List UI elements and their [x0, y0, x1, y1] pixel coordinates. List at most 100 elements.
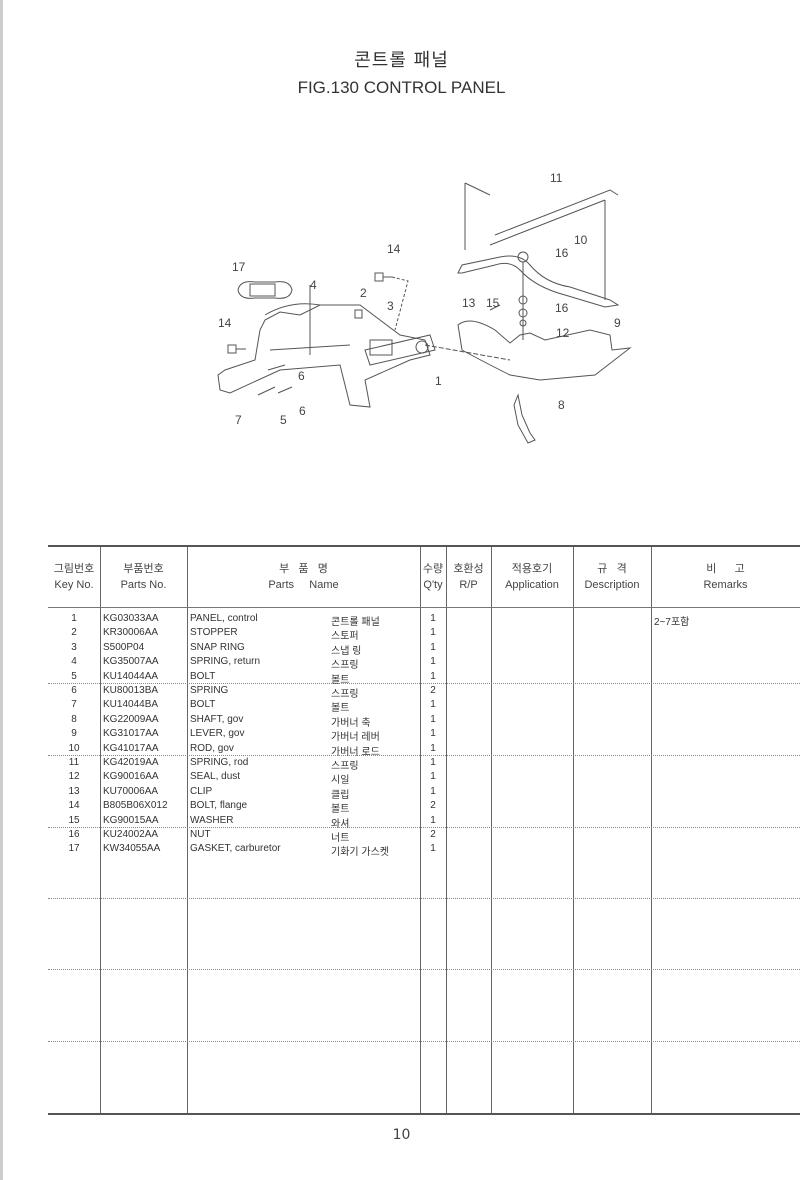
parts-name-ko: 볼트 [331, 804, 350, 816]
callout: 6 [299, 404, 306, 418]
parts-no: KU14044BA [103, 699, 159, 711]
callout: 17 [232, 260, 246, 274]
key-no: 13 [68, 785, 80, 797]
qty: 1 [430, 757, 436, 768]
qty: 1 [430, 656, 436, 668]
qty: 1 [430, 699, 436, 711]
panel-lever [364, 334, 436, 366]
parts-name-ko: 볼트 [331, 674, 350, 686]
key-no: 14 [68, 800, 80, 812]
parts-name-en: BOLT [190, 699, 216, 711]
parts-no: S500P04 [103, 641, 145, 653]
qty: 1 [430, 641, 436, 653]
parts-name-ko: 스프링 [331, 660, 359, 672]
parts-name-ko: 너트 [331, 833, 350, 844]
parts-name-en: SPRING, rod [190, 757, 249, 768]
parts-no: KG22009AA [103, 713, 159, 725]
qty: 1 [430, 771, 436, 783]
key-no: 6 [71, 685, 77, 696]
callout: 10 [574, 233, 588, 247]
table-row: 5 KU14044AA BOLT 볼트 1 [48, 670, 800, 686]
callout: 13 [462, 296, 476, 310]
qty: 2 [430, 800, 436, 812]
governor-rod [464, 182, 619, 300]
callout: 14 [387, 242, 401, 256]
key-no: 16 [68, 829, 80, 840]
key-no: 3 [71, 641, 77, 653]
key-no: 10 [68, 742, 80, 754]
callout: 4 [310, 278, 317, 292]
key-no: 17 [68, 843, 80, 855]
parts-name-ko: 클립 [331, 789, 350, 801]
parts-no: KG90015AA [103, 814, 159, 826]
parts-no: KG90016AA [103, 771, 159, 783]
parts-name-ko: 와셔 [331, 818, 350, 830]
key-no: 1 [71, 613, 77, 624]
callout: 12 [556, 326, 570, 340]
remarks: 2~7포함 [654, 617, 690, 628]
qty: 1 [430, 713, 436, 725]
qty: 1 [430, 785, 436, 797]
qty: 1 [430, 627, 436, 639]
key-no: 4 [71, 656, 77, 668]
key-no: 8 [71, 713, 77, 725]
parts-no: KG35007AA [103, 656, 159, 668]
parts-name-en: STOPPER [190, 627, 238, 639]
callout: 7 [235, 413, 242, 427]
parts-no: KU24002AA [103, 829, 159, 840]
qty: 1 [430, 613, 436, 624]
key-no: 7 [71, 699, 77, 711]
parts-name-en: SEAL, dust [190, 771, 241, 783]
callout: 5 [280, 413, 287, 427]
parts-name-en: GASKET, carburetor [190, 843, 281, 855]
panel-body [217, 304, 431, 408]
callout: 16 [555, 301, 569, 315]
parts-name-ko: 기화기 가스켓 [331, 847, 389, 859]
parts-no: KU80013BA [103, 685, 159, 696]
parts-name-ko: 스프링 [331, 689, 359, 700]
parts-name-ko: 가버너 레버 [331, 732, 380, 744]
parts-name-en: BOLT [190, 670, 216, 682]
parts-no: KU70006AA [103, 785, 159, 797]
figure-title: FIG.130 CONTROL PANEL [297, 78, 506, 97]
key-no: 5 [71, 670, 77, 682]
table-row: 4 KG35007AA SPRING, return 스프링 1 [48, 656, 800, 672]
parts-no: KG42019AA [103, 757, 159, 768]
callout: 2 [360, 286, 367, 300]
parts-no: KG41017AA [103, 742, 159, 754]
parts-no: KG03033AA [103, 613, 159, 624]
diagram-callouts: 1 2 3 4 5 6 6 7 8 9 10 11 12 13 14 14 15… [218, 171, 621, 427]
parts-no: KW34055AA [103, 843, 161, 855]
parts-name-ko: 스프링 [331, 761, 359, 772]
parts-no: KR30006AA [103, 627, 159, 639]
callout: 15 [486, 296, 500, 310]
callout: 3 [387, 299, 394, 313]
callout: 16 [555, 246, 569, 260]
parts-no: B805B06X012 [103, 800, 168, 812]
parts-no: KU14044AA [103, 670, 159, 682]
scan-edge [0, 0, 3, 1180]
exploded-parts-diagram: 1 2 3 4 5 6 6 7 8 9 10 11 12 13 14 14 15… [217, 171, 632, 444]
qty: 1 [430, 670, 436, 682]
parts-name-ko: 콘트롤 패널 [331, 617, 380, 628]
qty: 2 [430, 829, 436, 840]
parts-name-en: SPRING, return [190, 656, 261, 668]
callout: 14 [218, 316, 232, 330]
qty: 1 [430, 814, 436, 826]
